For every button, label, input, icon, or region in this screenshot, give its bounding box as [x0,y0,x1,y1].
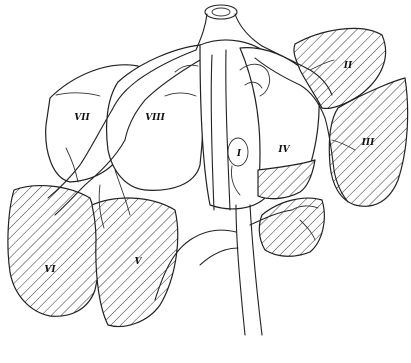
segment-label-i: I [236,149,242,159]
segment-label-iv: IV [277,145,290,155]
segment-label-v: V [135,257,143,267]
vena-cava-opening [205,5,237,19]
segment-label-vi: VI [44,265,56,275]
vena-cava-inner-ring [212,8,230,16]
segment-label-iii: III [361,138,375,148]
segment-vi-lobe [8,186,99,317]
portal-branch-left-2 [200,248,238,265]
segment-label-vii: VII [74,113,90,123]
segment-label-viii: VIII [145,113,165,123]
segment-label-ii: II [343,61,353,71]
portal-trunk-left-wall [236,205,245,335]
